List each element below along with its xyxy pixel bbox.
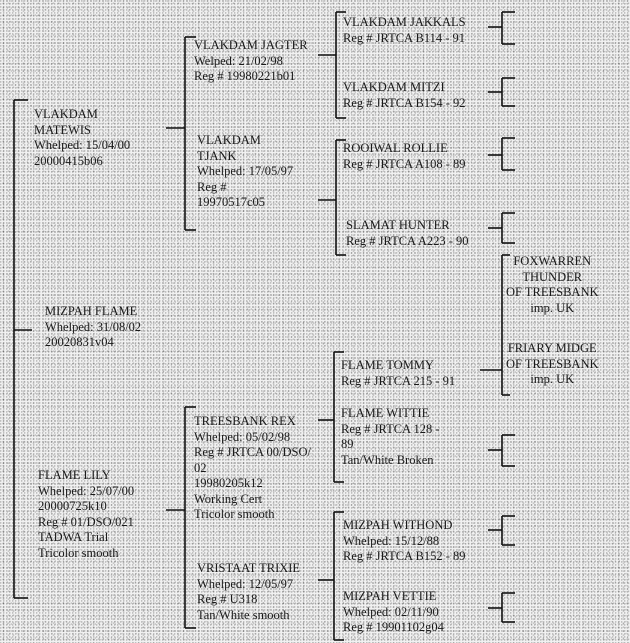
dam-entry: FLAME LILY Whelped: 25/07/00 20000725k10… [38, 468, 135, 560]
foxwarren-entry: FOXWARREN THUNDER OF TREESBANK imp. UK [506, 254, 599, 315]
sire-dam-entry: VLAKDAM TJANK Whelped: 17/05/97 Reg # 19… [197, 133, 294, 209]
hunter-entry: SLAMAT HUNTER Reg # JRTCA A223 - 90 [346, 218, 469, 248]
jakkals-entry: VLAKDAM JAKKALS Reg # JRTCA B114 - 91 [343, 15, 466, 45]
dam-sire-entry: TREESBANK REX Whelped: 05/02/98 Reg # JR… [194, 414, 311, 521]
sire-entry: VLAKDAM MATEWIS Whelped: 15/04/00 200004… [34, 107, 131, 168]
wittie-entry: FLAME WITTIE Reg # JRTCA 128 - 89 Tan/Wh… [341, 406, 440, 467]
rollie-entry: ROOIWAL ROLLIE Reg # JRTCA A108 - 89 [343, 141, 466, 171]
sire-sire-entry: VLAKDAM JAGTER Welped: 21/02/98 Reg # 19… [194, 38, 308, 83]
mitzi-entry: VLAKDAM MITZI Reg # JRTCA B154 - 92 [343, 80, 466, 110]
tommy-entry: FLAME TOMMY Reg # JRTCA 215 - 91 [341, 358, 456, 388]
dam-dam-entry: VRISTAAT TRIXIE Whelped: 12/05/97 Reg # … [197, 561, 301, 622]
vettie-entry: MIZPAH VETTIE Whelped: 02/11/90 Reg # 19… [343, 589, 444, 634]
friary-entry: FRIARY MIDGE OF TREESBANK imp. UK [506, 341, 599, 386]
withond-entry: MIZPAH WITHOND Whelped: 15/12/88 Reg # J… [343, 518, 466, 563]
subject-entry: MIZPAH FLAME Whelped: 31/08/02 20020831v… [45, 304, 142, 349]
